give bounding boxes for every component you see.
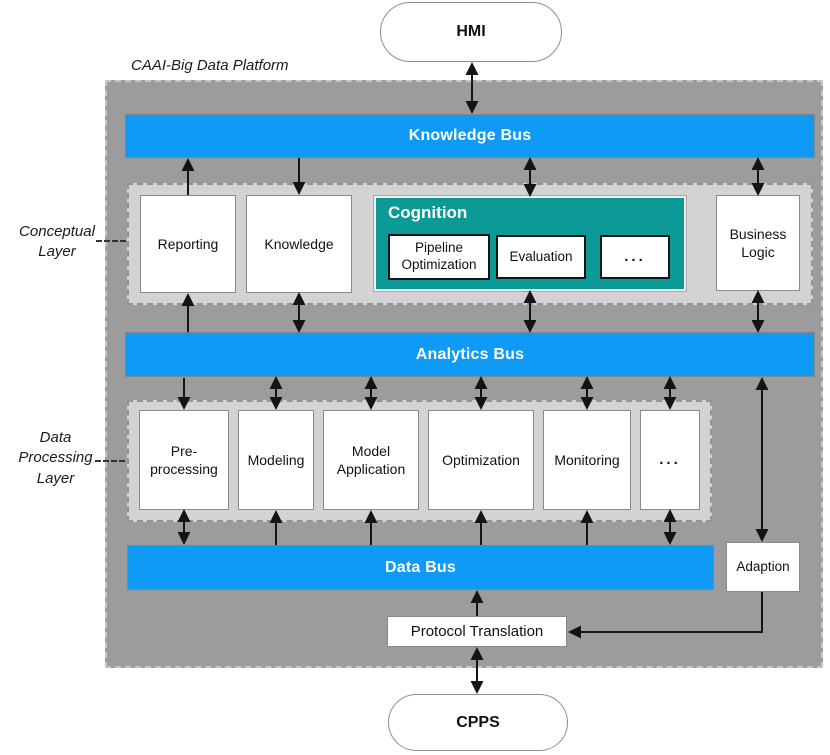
module-optimization: Optimization — [428, 410, 534, 510]
module-data-processing-more: ... — [640, 410, 700, 510]
module-optimization-label: Optimization — [442, 451, 520, 468]
platform-title: CAAI-Big Data Platform — [131, 57, 289, 74]
module-pipeline-optimization-label: Pipeline Optimization — [401, 240, 477, 272]
analytics-bus-label: Analytics Bus — [415, 345, 525, 363]
cognition-title: Cognition — [388, 203, 468, 222]
knowledge-bus: Knowledge Bus — [125, 114, 815, 158]
module-evaluation: Evaluation — [496, 235, 586, 279]
conceptual-layer-connector — [96, 240, 126, 242]
module-cognition-more: ... — [600, 235, 670, 279]
module-pre-processing-label: Pre-processing — [150, 442, 218, 477]
data-bus: Data Bus — [127, 545, 714, 590]
data-bus-label: Data Bus — [385, 558, 456, 576]
module-model-application-label: Model Application — [336, 442, 406, 477]
module-business-logic-label: Business Logic — [729, 225, 787, 260]
module-monitoring-label: Monitoring — [554, 451, 620, 468]
module-reporting: Reporting — [140, 195, 236, 293]
cognition-panel: Cognition Pipeline Optimization Evaluati… — [374, 196, 686, 291]
module-modeling-label: Modeling — [247, 451, 305, 468]
module-protocol-translation-label: Protocol Translation — [410, 622, 544, 640]
hmi-node: HMI — [380, 2, 562, 62]
module-data-processing-more-label: ... — [659, 451, 681, 469]
module-adaption-label: Adaption — [736, 559, 790, 575]
hmi-label: HMI — [456, 23, 486, 40]
module-knowledge-label: Knowledge — [264, 235, 334, 252]
module-evaluation-label: Evaluation — [509, 248, 573, 264]
module-cognition-more-label: ... — [624, 247, 646, 265]
module-model-application: Model Application — [323, 410, 419, 510]
knowledge-bus-label: Knowledge Bus — [408, 127, 532, 144]
cpps-node: CPPS — [388, 694, 568, 751]
cpps-label: CPPS — [456, 713, 500, 731]
module-pre-processing: Pre-processing — [139, 410, 229, 510]
module-adaption: Adaption — [726, 542, 800, 592]
module-modeling: Modeling — [238, 410, 314, 510]
analytics-bus: Analytics Bus — [125, 332, 815, 377]
data-processing-layer-label: Data Processing Layer — [18, 429, 93, 487]
module-monitoring: Monitoring — [543, 410, 631, 510]
data-processing-layer-connector — [95, 460, 125, 462]
module-reporting-label: Reporting — [157, 235, 219, 252]
module-pipeline-optimization: Pipeline Optimization — [388, 234, 490, 280]
module-business-logic: Business Logic — [716, 195, 800, 291]
conceptual-layer-label: Conceptual Layer — [19, 223, 95, 261]
module-knowledge: Knowledge — [246, 195, 352, 293]
module-protocol-translation: Protocol Translation — [387, 616, 567, 647]
